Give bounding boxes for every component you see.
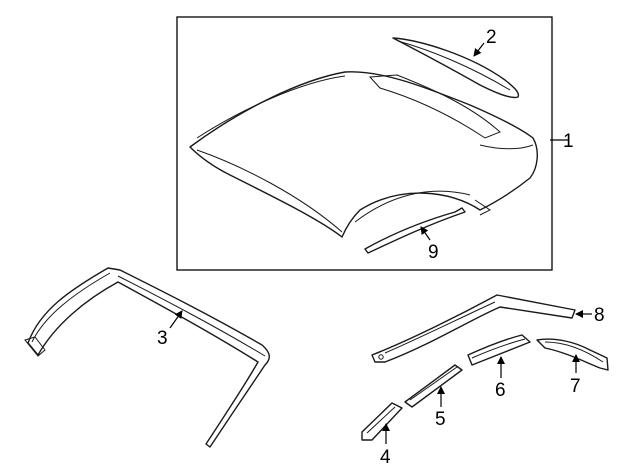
leader-2 xyxy=(473,42,485,57)
roof-molding xyxy=(364,207,466,254)
roof-spoiler xyxy=(392,37,520,99)
callout-3: 3 xyxy=(157,328,168,349)
end-cap-molding xyxy=(536,338,609,371)
callout-8: 8 xyxy=(594,305,605,326)
callout-6: 6 xyxy=(495,380,506,401)
callout-9: 9 xyxy=(428,242,439,263)
roof-panel xyxy=(189,71,538,238)
window-frame-seal xyxy=(24,267,270,448)
leader-3 xyxy=(169,310,183,329)
leader-9 xyxy=(420,226,431,241)
long-trim-rail xyxy=(371,294,576,363)
trim-piece-center xyxy=(467,334,531,366)
clip-strip xyxy=(404,364,463,408)
callout-1: 1 xyxy=(563,131,574,152)
callout-7: 7 xyxy=(570,376,581,397)
callout-2: 2 xyxy=(486,27,497,48)
roof-assembly-box xyxy=(176,16,553,271)
small-bracket xyxy=(361,402,403,441)
callout-4: 4 xyxy=(380,447,391,468)
callout-5: 5 xyxy=(435,409,446,430)
